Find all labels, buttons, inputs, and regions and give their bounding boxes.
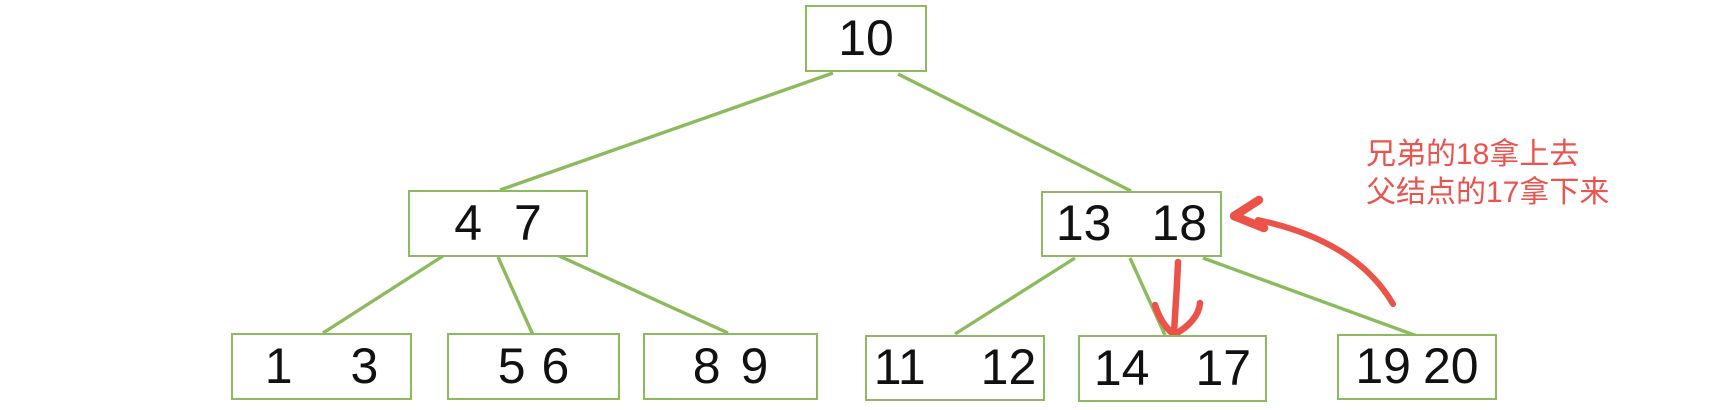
node-key: 19: [1355, 338, 1411, 394]
node-key: 1: [264, 337, 293, 394]
node-key: 17: [1195, 339, 1252, 396]
node-key: 18: [1151, 195, 1208, 251]
node-key: 13: [1055, 195, 1112, 251]
node-key: 4: [454, 194, 482, 251]
edge-root-to-13-18: [897, 72, 1132, 193]
edge-13-18-to-19-20: [1202, 256, 1418, 338]
red-curved-arrow: [1229, 195, 1396, 307]
node-key: 11: [873, 339, 926, 395]
tree-node-13-18: 13 18: [1041, 191, 1222, 257]
red-curved-arrow-shaft: [1255, 217, 1396, 307]
edge-4-7-to-1-3: [322, 254, 444, 335]
annotation-line-1: 兄弟的18拿上去: [1366, 138, 1580, 171]
tree-node-14-17: 14 17: [1078, 335, 1267, 402]
edge-13-18-to-11-12: [954, 256, 1076, 336]
node-key: 12: [980, 339, 1037, 395]
node-key: 3: [350, 337, 379, 394]
red-down-arrow-barb-right: [1171, 299, 1204, 338]
edge-4-7-to-8-9: [556, 253, 729, 335]
node-key: 8: [692, 337, 721, 394]
node-key: 5: [497, 337, 526, 394]
edge-root-to-4-7: [499, 71, 834, 192]
tree-node-19-20: 19 20: [1337, 334, 1497, 400]
tree-node-5-6: 5 6: [447, 333, 620, 400]
node-key: 9: [740, 337, 769, 394]
node-key: 6: [541, 337, 570, 394]
node-key: 7: [514, 194, 542, 251]
edge-13-18-to-14-17: [1128, 257, 1167, 336]
node-key: 10: [838, 9, 894, 66]
edge-4-7-to-5-6: [496, 256, 535, 336]
red-curved-arrow-head: [1229, 195, 1269, 233]
node-key: 20: [1423, 338, 1479, 394]
red-down-arrow-shaft: [1170, 258, 1182, 337]
node-key: 14: [1093, 339, 1150, 396]
annotation-note: 兄弟的18拿上去 父结点的17拿下来: [1366, 136, 1609, 212]
tree-node-10: 10: [805, 5, 927, 72]
annotation-line-2: 父结点的17拿下来: [1366, 176, 1610, 209]
tree-node-1-3: 1 3: [231, 333, 412, 400]
tree-node-11-12: 11 12: [865, 335, 1045, 401]
red-down-arrow-barb-left: [1151, 301, 1177, 338]
tree-node-8-9: 8 9: [643, 333, 818, 400]
tree-node-4-7: 4 7: [408, 190, 588, 257]
red-down-arrow: [1151, 258, 1204, 338]
